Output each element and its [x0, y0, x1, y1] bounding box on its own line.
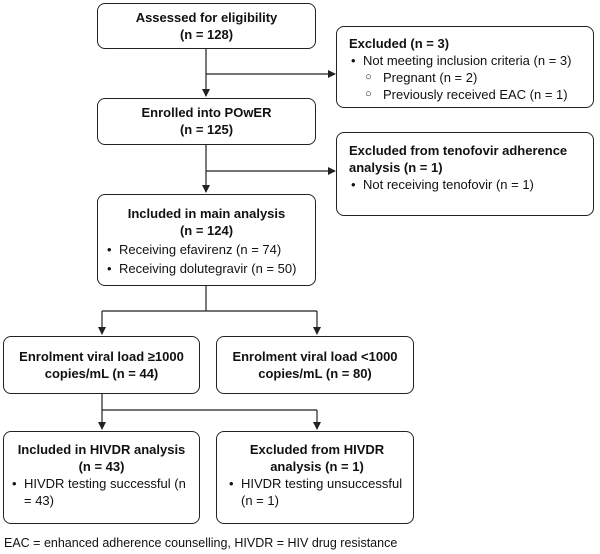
hivdr-included-count: (n = 43)	[78, 459, 125, 474]
excluded-subitem: Previously received EAC (n = 1)	[349, 86, 593, 103]
hivdr-excluded-title-line2: analysis (n = 1)	[270, 459, 364, 474]
hivdr-excluded-item-line2: (n = 1)	[241, 493, 279, 508]
vl-low-line1: Enrolment viral load <1000	[232, 349, 398, 364]
hivdr-excluded-item-line1: HIVDR testing unsuccessful	[241, 476, 403, 491]
excluded-subitem: Pregnant (n = 2)	[349, 69, 593, 86]
excluded-item: Not meeting inclusion criteria (n = 3)	[349, 52, 593, 69]
excluded-title: Excluded (n = 3)	[349, 36, 450, 51]
hivdr-included-item-line1: HIVDR testing successful (n	[24, 476, 186, 491]
enrolled-box: Enrolled into POwER (n = 125)	[97, 98, 316, 145]
main-analysis-count: (n = 124)	[179, 223, 234, 238]
hivdr-included-item-line2: = 43)	[24, 493, 54, 508]
main-analysis-item: Receiving dolutegravir (n = 50)	[105, 260, 315, 277]
excluded-box: Excluded (n = 3) Not meeting inclusion c…	[336, 26, 594, 108]
enrolled-title: Enrolled into POwER	[141, 105, 272, 120]
assessed-count: (n = 128)	[179, 27, 234, 42]
excluded-tenofovir-item: Not receiving tenofovir (n = 1)	[349, 176, 593, 193]
hivdr-excluded-item: HIVDR testing unsuccessful (n = 1)	[227, 475, 407, 509]
footnote: EAC = enhanced adherence counselling, HI…	[4, 536, 398, 550]
vl-low-line2: copies/mL (n = 80)	[258, 366, 372, 381]
enrolled-count: (n = 125)	[179, 122, 234, 137]
vl-low-box: Enrolment viral load <1000 copies/mL (n …	[216, 336, 414, 394]
hivdr-included-item: HIVDR testing successful (n = 43)	[10, 475, 193, 509]
hivdr-excluded-box: Excluded from HIVDR analysis (n = 1) HIV…	[216, 431, 414, 524]
excluded-tenofovir-title-line1: Excluded from tenofovir adherence	[349, 143, 568, 158]
main-analysis-item: Receiving efavirenz (n = 74)	[105, 241, 315, 258]
hivdr-included-box: Included in HIVDR analysis (n = 43) HIVD…	[3, 431, 200, 524]
main-analysis-title: Included in main analysis	[127, 206, 286, 221]
assessed-title: Assessed for eligibility	[135, 10, 278, 25]
hivdr-included-title: Included in HIVDR analysis	[17, 442, 186, 457]
vl-high-box: Enrolment viral load ≥1000 copies/mL (n …	[3, 336, 200, 394]
excluded-tenofovir-box: Excluded from tenofovir adherence analys…	[336, 132, 594, 216]
excluded-tenofovir-title-line2: analysis (n = 1)	[349, 160, 443, 175]
assessed-box: Assessed for eligibility (n = 128)	[97, 3, 316, 49]
hivdr-excluded-title-line1: Excluded from HIVDR	[249, 442, 385, 457]
main-analysis-box: Included in main analysis (n = 124) Rece…	[97, 194, 316, 286]
vl-high-line2: copies/mL (n = 44)	[44, 366, 159, 381]
vl-high-line1: Enrolment viral load ≥1000	[19, 349, 184, 364]
